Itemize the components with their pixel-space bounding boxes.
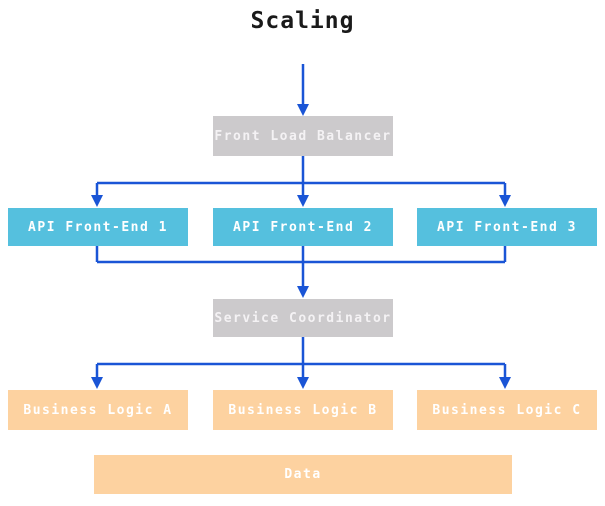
arrowhead-icon — [297, 195, 309, 207]
connector-coordinator-to-business-logic — [95, 337, 507, 378]
node-service-coordinator: Service Coordinator — [213, 299, 393, 337]
node-api-front-end-1: API Front-End 1 — [8, 208, 188, 246]
arrowhead-icon — [499, 377, 511, 389]
node-business-logic-b: Business Logic B — [213, 390, 393, 430]
arrowhead-icon — [297, 286, 309, 298]
arrowhead-icon — [91, 377, 103, 389]
connector-loadbalancer-to-apis — [95, 156, 507, 196]
node-front-load-balancer: Front Load Balancer — [213, 116, 393, 156]
node-api-front-end-3: API Front-End 3 — [417, 208, 597, 246]
connector-apis-to-coordinator — [95, 246, 507, 287]
node-api-front-end-2: API Front-End 2 — [213, 208, 393, 246]
arrowhead-icon — [499, 195, 511, 207]
node-data: Data — [94, 455, 512, 494]
arrowhead-icon — [297, 377, 309, 389]
arrowhead-icon — [91, 195, 103, 207]
diagram-title: Scaling — [250, 8, 355, 34]
arrowhead-icon — [297, 104, 309, 116]
node-business-logic-c: Business Logic C — [417, 390, 597, 430]
node-business-logic-a: Business Logic A — [8, 390, 188, 430]
